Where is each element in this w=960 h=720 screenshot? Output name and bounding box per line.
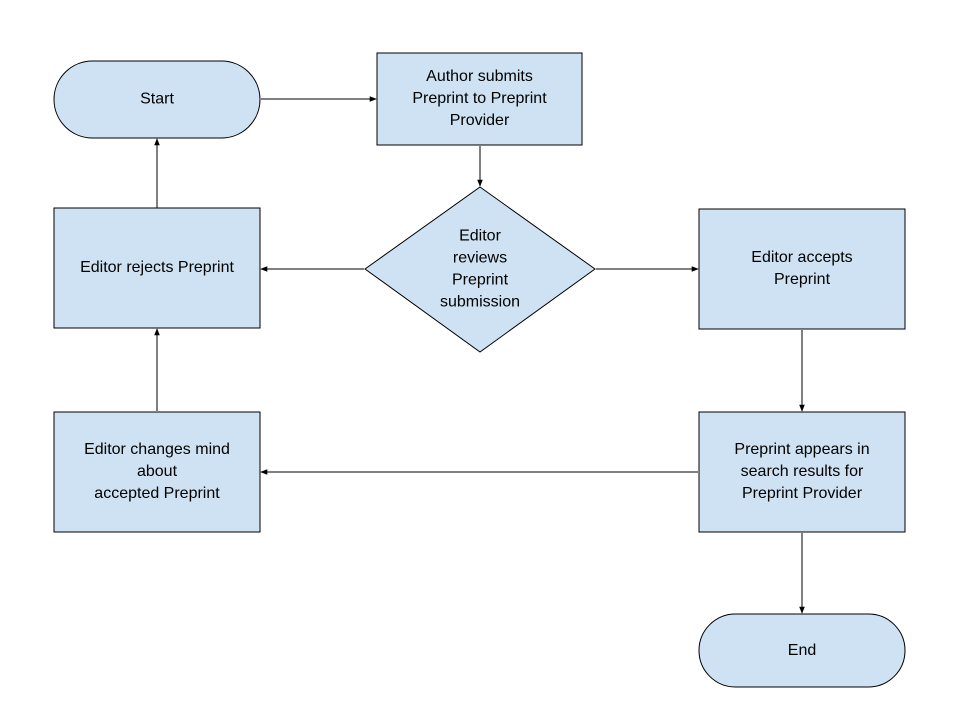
node-label: Editor rejects Preprint [80, 259, 234, 276]
node-label-line: Editor rejects Preprint [80, 259, 234, 276]
process-shape-preprint-appears [698, 411, 906, 533]
node-end: End [698, 613, 906, 688]
process-shape-editor-changes-mind [53, 411, 261, 533]
node-label-line: Provider [450, 112, 510, 129]
node-label: Editor changes mind about accepted Preprin… [84, 441, 230, 502]
node-label-line: Preprint Provider [742, 485, 863, 502]
node-editor-changes-mind: Editor changes mind about accepted Preprin… [53, 411, 261, 533]
node-label-line: Preprint appears in [734, 441, 869, 458]
node-label-line: Preprint [452, 272, 509, 289]
node-label-line: Editor accepts [751, 249, 852, 266]
node-label-line: accepted Preprint [94, 485, 220, 502]
node-label-line: Author submits [426, 68, 533, 85]
node-label-line: Preprint [774, 271, 831, 288]
process-shape-editor-rejects [53, 207, 261, 329]
decision-shape-editor-reviews [364, 186, 596, 353]
node-label-line: Start [140, 91, 174, 108]
node-label-line: Editor [459, 228, 501, 245]
edges [154, 96, 805, 614]
node-label-line: reviews [453, 250, 507, 267]
node-label-line: Editor changes mind [84, 441, 230, 458]
node-label-line: Preprint to Preprint [412, 90, 547, 107]
node-label-line: End [788, 642, 816, 659]
terminal-shape-start [53, 60, 261, 139]
node-label-line: about [137, 463, 178, 480]
node-label-line: submission [440, 294, 520, 311]
node-label-line: search results for [741, 463, 864, 480]
node-label: Start [140, 91, 174, 108]
process-shape-author-submits [376, 52, 583, 146]
node-label: End [788, 642, 816, 659]
node-start: Start [53, 60, 261, 139]
terminal-shape-end [698, 613, 906, 688]
process-shape-editor-accepts [698, 208, 906, 330]
node-editor-rejects: Editor rejects Preprint [53, 207, 261, 329]
